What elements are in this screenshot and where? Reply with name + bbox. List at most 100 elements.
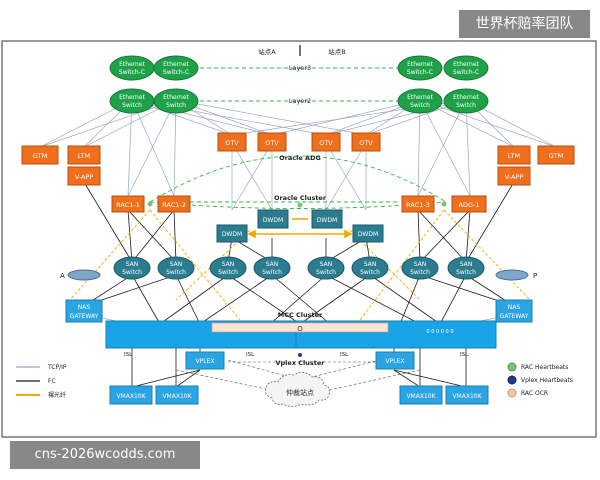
ethernet-switch-line2: Switch — [122, 102, 142, 109]
otv-node — [217, 132, 247, 152]
storage-puck-p-label: P — [533, 272, 537, 280]
ltm-node — [67, 145, 101, 165]
watermark-top: 世界杯赔率团队 — [459, 10, 590, 38]
san-switch-line1: SAN — [320, 261, 333, 268]
san-switch-node — [113, 256, 151, 280]
san-switch-line2: Switch — [218, 269, 238, 276]
dot-legend: RAC Heartbeats Vplex Heartbeats RAC OCR — [507, 362, 573, 398]
san-switch-line1: SAN — [364, 261, 377, 268]
dwdm-label: DWDM — [358, 231, 378, 238]
dwdm-node — [311, 209, 343, 229]
nas-gateway-node — [495, 299, 533, 323]
adg-1-node — [451, 195, 487, 213]
watermark-bottom: cns-2026wcodds.com — [10, 441, 200, 469]
ethernet-switch-c-line2: Switch-C — [453, 69, 479, 76]
legend-rac-heartbeat-label: RAC Heartbeats — [521, 364, 568, 371]
gtm-label: GTM — [549, 152, 563, 160]
rac-1-2-label: RAC1-2 — [162, 201, 186, 209]
otv-label: OTV — [319, 139, 333, 147]
ethernet-switch-c-line1: Ethernet — [163, 61, 189, 68]
san-switch-line2: Switch — [360, 269, 380, 276]
ethernet-switch-c-node — [397, 55, 443, 81]
ethernet-switch-c-line2: Switch-C — [407, 69, 433, 76]
otv-label: OTV — [359, 139, 373, 147]
legend-vplex-heartbeat-dot — [507, 375, 517, 385]
san-switch-node — [401, 256, 439, 280]
legend-fc-label: FC — [48, 378, 56, 385]
vplex-dashed-links — [175, 359, 421, 393]
otv-label: OTV — [265, 139, 279, 147]
line-legend: TCP/IP FC 裸光纤 — [16, 364, 67, 399]
vmax-label: VMAX10K — [162, 393, 192, 400]
dwdm-group: DWDM DWDM DWDM DWDM — [216, 209, 384, 243]
vapp-label: V-APP — [505, 173, 524, 181]
gtm-node — [537, 145, 575, 165]
gtm-label: GTM — [33, 152, 47, 160]
rac-heartbeat-dot — [297, 202, 303, 208]
ethernet-switch-c-line2: Switch-C — [163, 69, 189, 76]
layer3-label: Layer3 — [289, 64, 311, 72]
vmax-label: VMAX10K — [116, 393, 146, 400]
ethernet-switch-c-line1: Ethernet — [453, 61, 479, 68]
vplex-label: VPLEX — [196, 358, 215, 365]
rac-1-3-node — [401, 195, 435, 213]
otv-node — [311, 132, 341, 152]
nas-gateway-line1: NAS — [508, 304, 521, 311]
ethernet-switch-line2: Switch — [410, 102, 430, 109]
vplex-cluster-label: Vplex Cluster — [276, 359, 326, 367]
diagram-frame — [1, 40, 597, 438]
ethernet-switch-c-line1: Ethernet — [119, 61, 145, 68]
storage-puck-a-body — [67, 269, 101, 281]
ltm-label: LTM — [78, 152, 90, 160]
vmax-node — [399, 385, 443, 405]
mcc-marker: O — [297, 325, 303, 333]
array-ports-text: 0 0 0 0 0 0 — [426, 329, 453, 335]
ethernet-switch-c-line2: Switch-C — [119, 69, 145, 76]
san-switch-group: SAN Switch SAN Switch SAN Switch SAN Swi… — [113, 256, 485, 280]
witness-label: 仲裁站点 — [286, 388, 314, 397]
rac-1-3-label: RAC1-3 — [406, 201, 430, 209]
san-switch-line2: Switch — [410, 269, 430, 276]
ethernet-switch-c-node — [153, 55, 199, 81]
storage-puck-a: A — [60, 269, 101, 281]
vapp-label: V-APP — [75, 173, 94, 181]
san-switch-line2: Switch — [456, 269, 476, 276]
vmax-node — [109, 385, 153, 405]
vplex-node — [375, 351, 415, 370]
ethernet-switch-node — [443, 88, 489, 114]
san-switch-line1: SAN — [126, 261, 139, 268]
nas-gateway-line1: NAS — [78, 304, 91, 311]
otv-label: OTV — [225, 139, 239, 147]
san-switch-line1: SAN — [222, 261, 235, 268]
isl-label: ISL — [460, 352, 469, 358]
dwdm-label: DWDM — [222, 231, 242, 238]
ethernet-switch-line1: Ethernet — [407, 94, 433, 101]
legend-rac-ocr-label: RAC OCR — [521, 390, 548, 397]
vplex-node — [185, 351, 225, 370]
ethernet-switch-c-group: Ethernet Switch-C Ethernet Switch-C Ethe… — [109, 55, 489, 81]
legend-fiber-label: 裸光纤 — [48, 391, 66, 399]
ethernet-switch-node — [153, 88, 199, 114]
ethernet-switch-line1: Ethernet — [119, 94, 145, 101]
ltm-label: LTM — [508, 152, 520, 160]
san-switch-line2: Switch — [122, 269, 142, 276]
gtm-node — [21, 145, 59, 165]
isl-labels: ISL ISL ISL ISL — [124, 352, 469, 358]
rac-1-1-node — [111, 195, 145, 213]
isl-label: ISL — [340, 352, 349, 358]
rac-1-1-label: RAC1-1 — [116, 201, 140, 209]
vplex-label: VPLEX — [386, 358, 405, 365]
vmax-node — [445, 385, 489, 405]
legend-rac-ocr-dot — [507, 388, 517, 398]
orange-node-group: GTM LTM V-APP OTV OTV OTV OTV LTM GTM V-… — [21, 132, 575, 213]
dwdm-node — [352, 224, 384, 243]
mcc-cluster-label: MCC Cluster — [278, 311, 323, 319]
san-switch-node — [209, 256, 247, 280]
isl-label: ISL — [246, 352, 255, 358]
vmax-label: VMAX10K — [452, 393, 482, 400]
san-switch-line1: SAN — [460, 261, 473, 268]
section-labels: 站点A 站点B Layer3 Layer2 Oracle ADG Oracle … — [258, 47, 345, 367]
san-switch-line1: SAN — [266, 261, 279, 268]
ethernet-switch-node — [109, 88, 155, 114]
isl-label: ISL — [124, 352, 133, 358]
